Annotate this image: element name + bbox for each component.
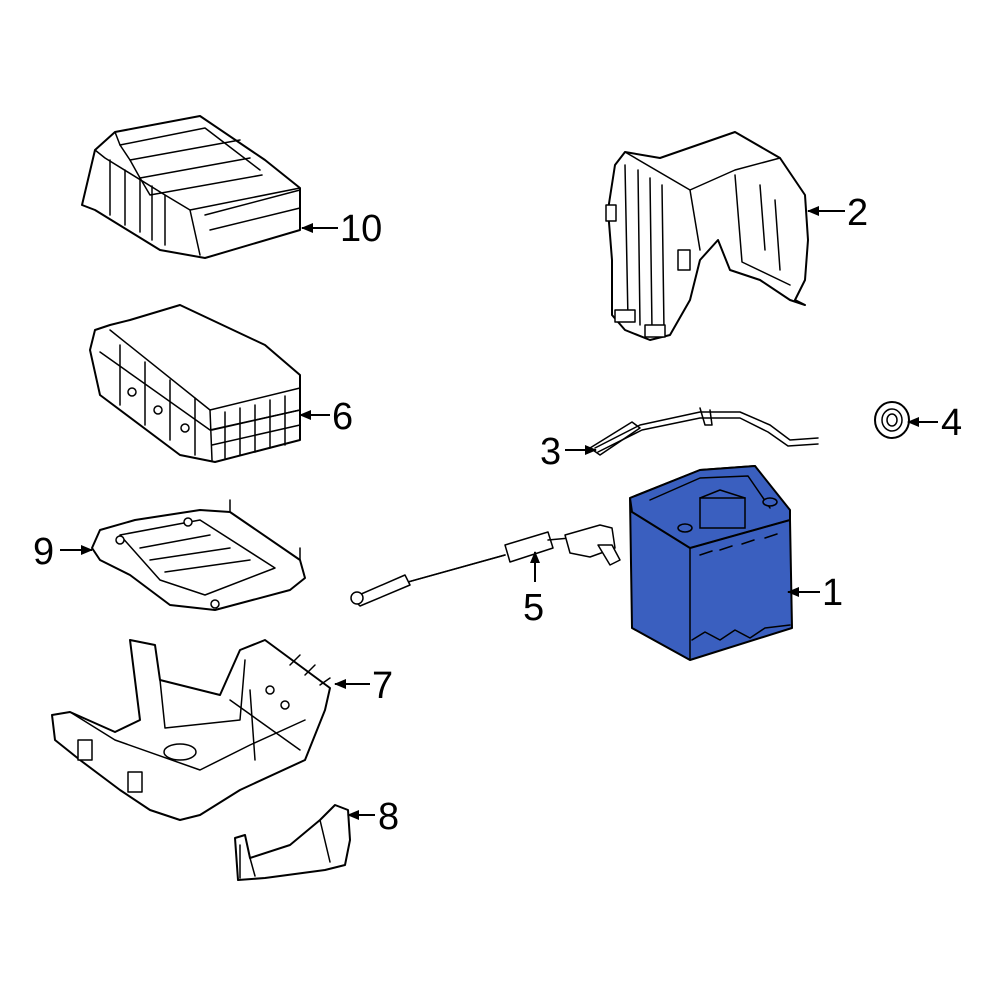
- part-4-grommet[interactable]: [874, 401, 910, 439]
- part-6-tray[interactable]: [89, 304, 301, 463]
- callout-3[interactable]: 3: [540, 431, 561, 473]
- part-5-cable[interactable]: [350, 524, 621, 607]
- part-10-cover[interactable]: [81, 115, 301, 259]
- part-8-bracket[interactable]: [234, 804, 351, 881]
- callout-2[interactable]: 2: [847, 192, 868, 234]
- callout-10[interactable]: 10: [340, 208, 382, 250]
- callout-4[interactable]: 4: [941, 402, 962, 444]
- callout-5[interactable]: 5: [523, 587, 544, 629]
- part-9-plate[interactable]: [91, 499, 306, 611]
- part-1-battery[interactable]: [629, 465, 793, 661]
- part-3-hose[interactable]: [589, 407, 819, 456]
- part-7-base[interactable]: [51, 639, 331, 821]
- callout-6[interactable]: 6: [332, 396, 353, 438]
- callout-1[interactable]: 1: [822, 572, 843, 614]
- callout-7[interactable]: 7: [372, 665, 393, 707]
- leader-lines: [60, 206, 938, 820]
- callout-8[interactable]: 8: [378, 796, 399, 838]
- part-2-bracket[interactable]: [605, 131, 809, 341]
- callout-9[interactable]: 9: [33, 531, 54, 573]
